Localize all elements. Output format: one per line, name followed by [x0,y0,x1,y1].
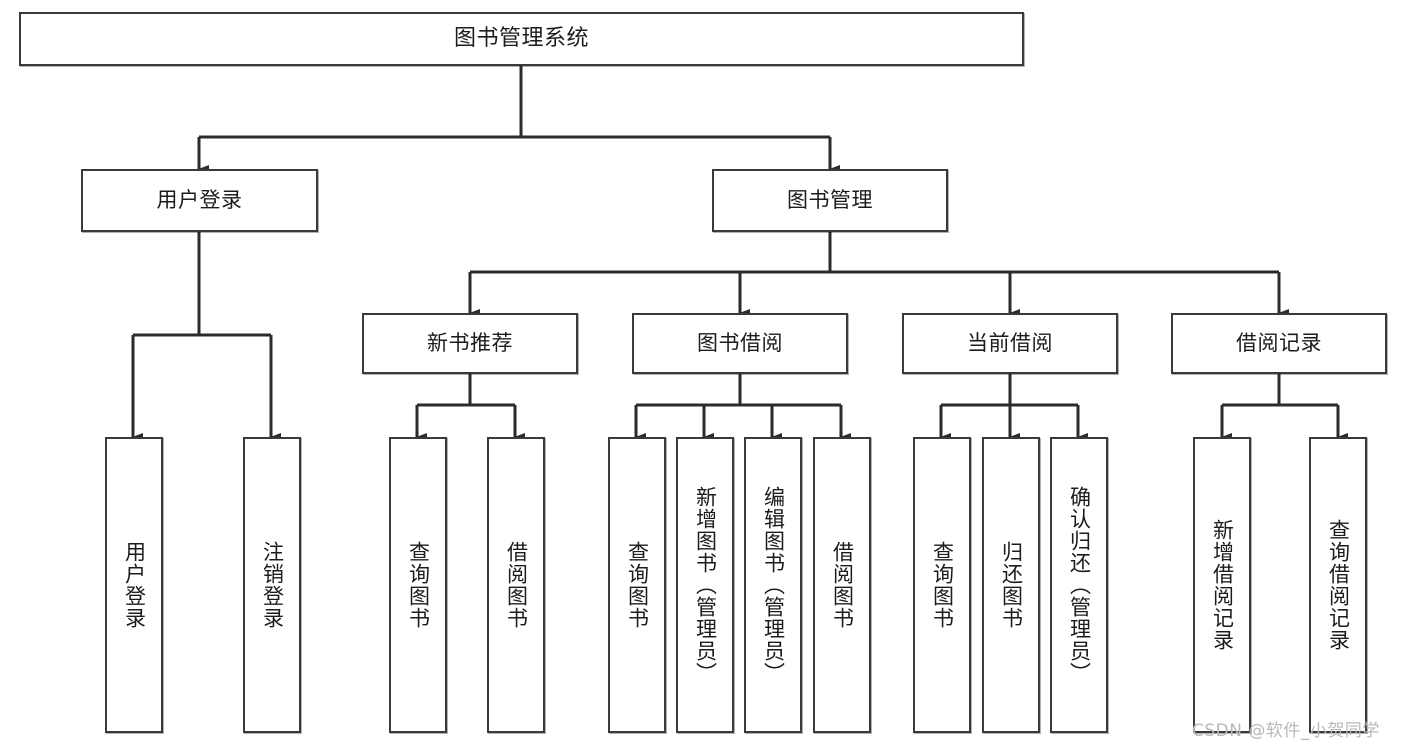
node-label: 查询图书 [930,541,955,629]
node-label: 查询借阅记录 [1326,519,1351,651]
node-label: 借阅图书 [830,541,855,629]
node-label: 查询图书 [625,541,650,629]
node-user-login[interactable]: 用户登录 [81,169,318,232]
node-label: 图书借阅 [697,330,783,355]
node-leaf-add-book-admin[interactable]: 新增图书（管理员） [676,437,734,733]
node-book-borrow[interactable]: 图书借阅 [632,313,848,374]
node-label: 注销登录 [260,541,285,629]
node-current-borrow[interactable]: 当前借阅 [902,313,1118,374]
node-label: 借阅记录 [1236,330,1322,355]
node-root-book-management-system[interactable]: 图书管理系统 [19,12,1024,66]
node-label: 新增借阅记录 [1210,519,1235,651]
node-leaf-borrow-book-recommend[interactable]: 借阅图书 [487,437,545,733]
node-leaf-query-book-recommend[interactable]: 查询图书 [389,437,447,733]
node-label: 借阅图书 [504,541,529,629]
node-leaf-query-book-current[interactable]: 查询图书 [913,437,971,733]
node-leaf-edit-book-admin[interactable]: 编辑图书（管理员） [744,437,802,733]
node-label: 图书管理 [787,187,873,212]
node-label: 用户登录 [122,541,147,629]
node-label: 新增图书（管理员） [693,486,718,684]
node-leaf-borrow-book[interactable]: 借阅图书 [813,437,871,733]
node-label: 归还图书 [999,541,1024,629]
node-leaf-query-book-borrow[interactable]: 查询图书 [608,437,666,733]
node-label: 查询图书 [406,541,431,629]
node-label: 确认归还（管理员） [1067,486,1092,684]
node-label: 用户登录 [156,187,243,212]
node-leaf-user-login[interactable]: 用户登录 [105,437,163,733]
node-label: 编辑图书（管理员） [761,486,786,684]
node-leaf-confirm-return-admin[interactable]: 确认归还（管理员） [1050,437,1108,733]
node-label: 新书推荐 [427,330,513,355]
node-label: 图书管理系统 [453,25,589,51]
node-leaf-query-borrow-record[interactable]: 查询借阅记录 [1309,437,1367,733]
node-label: 当前借阅 [967,330,1053,355]
node-leaf-add-borrow-record[interactable]: 新增借阅记录 [1193,437,1251,733]
node-new-book-recommend[interactable]: 新书推荐 [362,313,578,374]
node-borrow-record[interactable]: 借阅记录 [1171,313,1387,374]
node-book-management[interactable]: 图书管理 [712,169,948,232]
node-leaf-return-book[interactable]: 归还图书 [982,437,1040,733]
node-leaf-logout-login[interactable]: 注销登录 [243,437,301,733]
